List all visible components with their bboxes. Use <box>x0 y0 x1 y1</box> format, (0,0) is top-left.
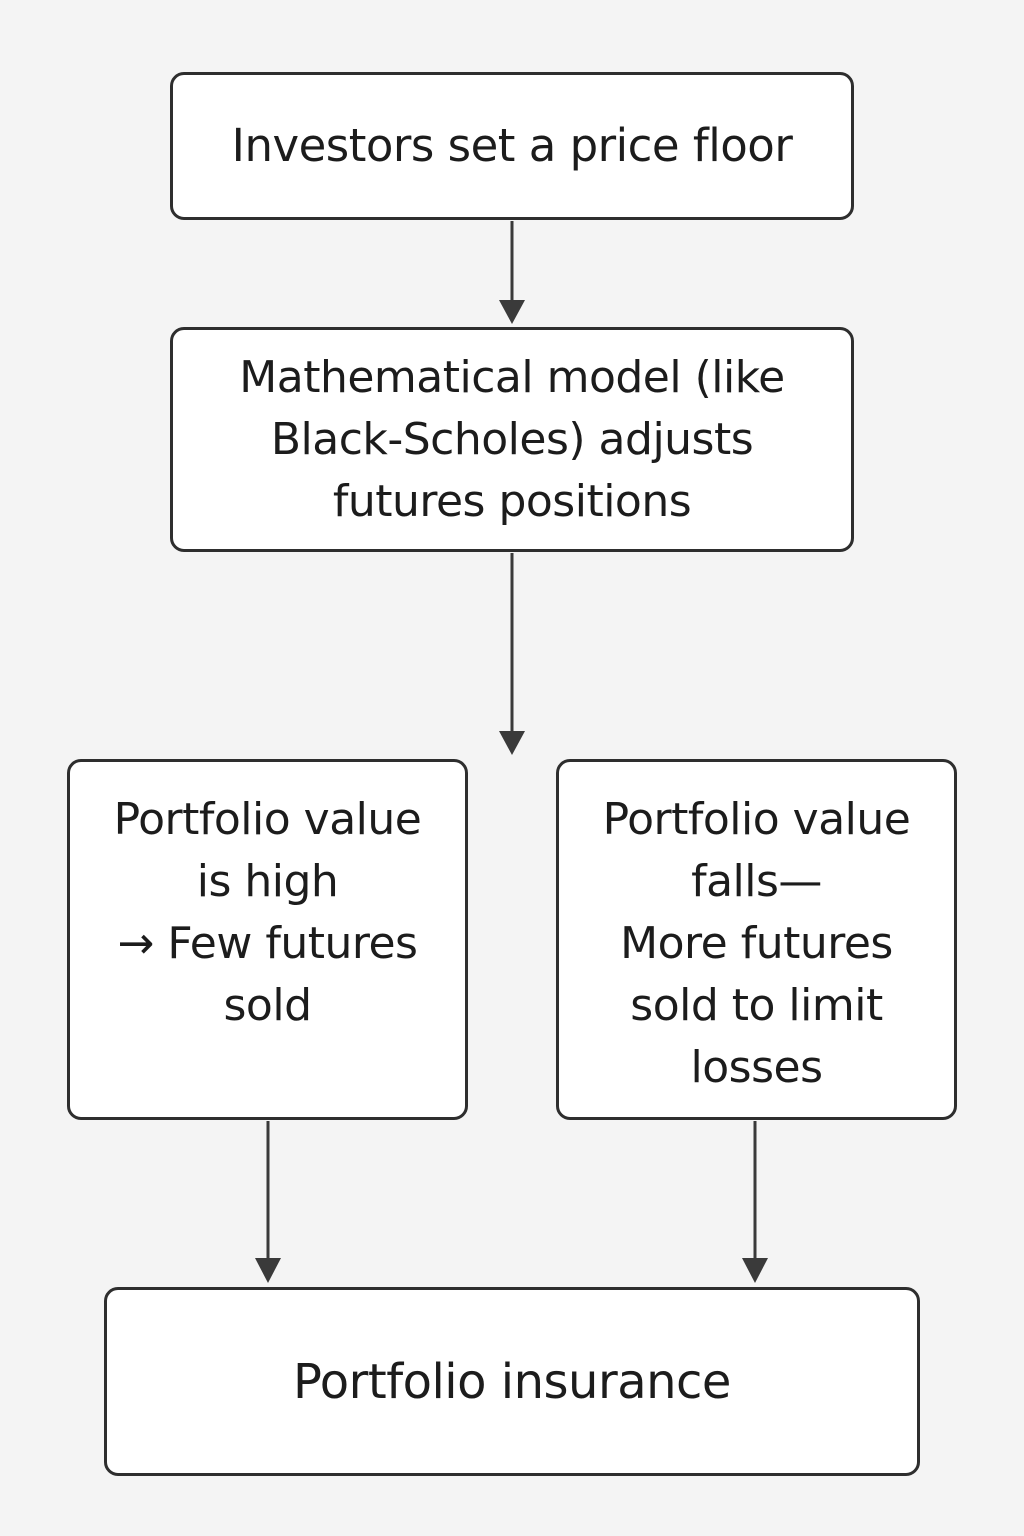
node-portfolio-value-falls: Portfolio value falls— More futures sold… <box>556 759 957 1120</box>
node-price-floor: Investors set a price floor <box>170 72 854 220</box>
arrowhead-high-to-insurance <box>255 1258 281 1283</box>
arrowhead-price-floor-to-model <box>499 300 525 324</box>
node-price-floor-label: Investors set a price floor <box>231 119 793 172</box>
node-portfolio-insurance-label: Portfolio insurance <box>293 1353 731 1410</box>
node-portfolio-insurance: Portfolio insurance <box>104 1287 920 1476</box>
arrowhead-falls-to-insurance <box>742 1258 768 1283</box>
node-portfolio-value-high: Portfolio value is high → Few futures so… <box>67 759 468 1120</box>
arrowhead-model-to-outcomes <box>499 731 525 755</box>
node-portfolio-value-falls-label: Portfolio value falls— More futures sold… <box>602 793 911 1093</box>
node-mathematical-model: Mathematical model (like Black-Scholes) … <box>170 327 854 552</box>
node-mathematical-model-label: Mathematical model (like Black-Scholes) … <box>239 351 785 527</box>
node-portfolio-value-high-label: Portfolio value is high → Few futures so… <box>113 793 422 1031</box>
